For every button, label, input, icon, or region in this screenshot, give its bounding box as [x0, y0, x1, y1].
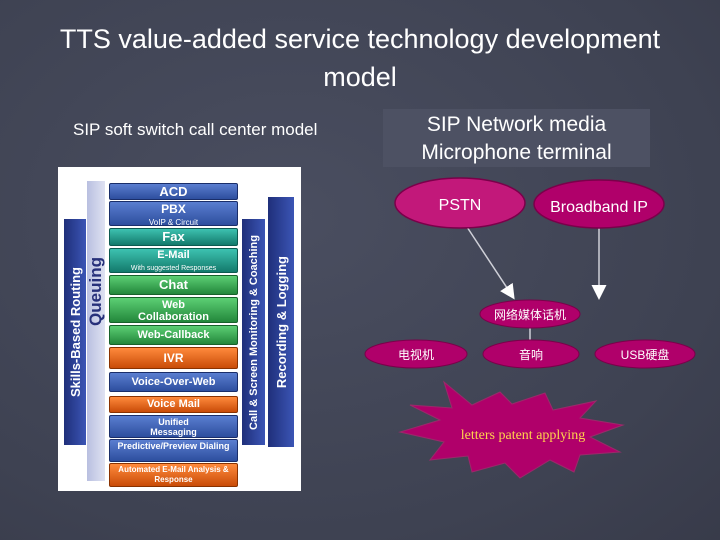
monitoring-bar: Call & Screen Monitoring & Coaching: [242, 219, 265, 445]
phone-label: 网络媒体话机: [494, 307, 566, 322]
layer-chat: Chat: [109, 275, 238, 295]
pstn-label: PSTN: [439, 197, 482, 214]
layer-predictive-dialing: Predictive/Preview Dialing: [109, 439, 238, 462]
layer-fax: Fax: [109, 228, 238, 246]
broadband-node: [533, 179, 665, 229]
layer-unified-messaging: Unified Messaging: [109, 415, 238, 438]
queuing-bar: Queuing: [86, 181, 105, 481]
tv-label: 电视机: [398, 347, 434, 362]
layer-acd: ACD: [109, 183, 238, 200]
layer-web-callback: Web-Callback: [109, 325, 238, 345]
pstn-node: [394, 177, 526, 229]
layer-voice-mail: Voice Mail: [109, 396, 238, 413]
speaker-label: 音响: [519, 347, 543, 362]
tv-node: [364, 339, 468, 369]
layer-email: E-Mail With suggested Responses: [109, 248, 238, 273]
starburst-text: letters patent applying: [461, 428, 585, 443]
slide-title: TTS value-added service technology devel…: [59, 24, 661, 92]
layer-voice-over-web: Voice-Over-Web: [109, 372, 238, 392]
skills-routing-bar: Skills-Based Routing: [64, 219, 86, 445]
usb-node: [594, 339, 696, 369]
layer-ivr: IVR: [109, 347, 238, 369]
sip-network-box: SIP Network media Microphone terminal: [383, 109, 650, 167]
recording-bar: Recording & Logging: [268, 197, 294, 447]
pstn-to-phone-arrow: [466, 226, 515, 300]
broadband-label: Broadband IP: [550, 199, 648, 216]
usb-label: USB硬盘: [621, 347, 670, 362]
phone-node: [479, 299, 581, 329]
call-center-stack-image: Skills-Based Routing Queuing ACD PBX VoI…: [58, 167, 301, 491]
layer-pbx: PBX VoIP & Circuit: [109, 201, 238, 226]
patent-starburst: [398, 380, 625, 479]
layer-automated-email: Automated E-Mail Analysis & Response: [109, 463, 238, 487]
speaker-node: [482, 339, 580, 369]
left-subtitle: SIP soft switch call center model: [73, 120, 318, 139]
layer-web-collaboration: Web Collaboration: [109, 297, 238, 323]
